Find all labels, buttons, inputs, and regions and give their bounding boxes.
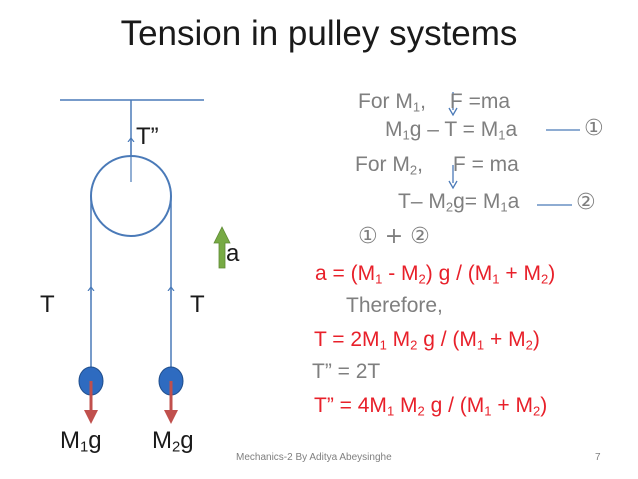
equation-line-4: T– M2g= M1a	[398, 190, 520, 215]
equation-line-3: For M2,F = ma	[355, 153, 519, 178]
top-tension-label: T”	[136, 123, 159, 150]
equation-line-10: T” = 4M1 M2 g / (M1 + M2)	[314, 394, 548, 419]
slide-title: Tension in pulley systems	[120, 14, 518, 53]
equation-line-5: ① + ②	[358, 224, 430, 249]
equation-mark-1: ①	[584, 116, 604, 141]
accel-arrow	[213, 226, 231, 269]
force-arrowhead-m1	[448, 107, 458, 117]
equation-line-1: For M1,F =ma	[358, 90, 511, 115]
accel-label: a	[226, 240, 240, 267]
m2-weight-arrowhead	[164, 410, 178, 424]
slide-footer: Mechanics-2 By Aditya Abeysinghe	[236, 452, 392, 463]
page-number: 7	[595, 452, 601, 463]
equation-line-8: T = 2M1 M2 g / (M1 + M2)	[314, 328, 540, 353]
equation-line-2: M1g – T = M1a	[385, 118, 518, 143]
force-arrowhead-m2	[448, 180, 458, 190]
equation-mark-2: ②	[576, 190, 596, 215]
m1-weight-label: M1g	[60, 427, 102, 456]
m2-weight-label: M2g	[152, 427, 194, 456]
m1-weight-arrowhead	[84, 410, 98, 424]
equation-line-9: T” = 2T	[312, 360, 381, 383]
left-tension-label: T	[40, 291, 55, 318]
right-tension-label: T	[190, 291, 205, 318]
equation-line-7: Therefore,	[346, 294, 443, 317]
equation-line-6: a = (M1 - M2) g / (M1 + M2)	[315, 262, 556, 287]
